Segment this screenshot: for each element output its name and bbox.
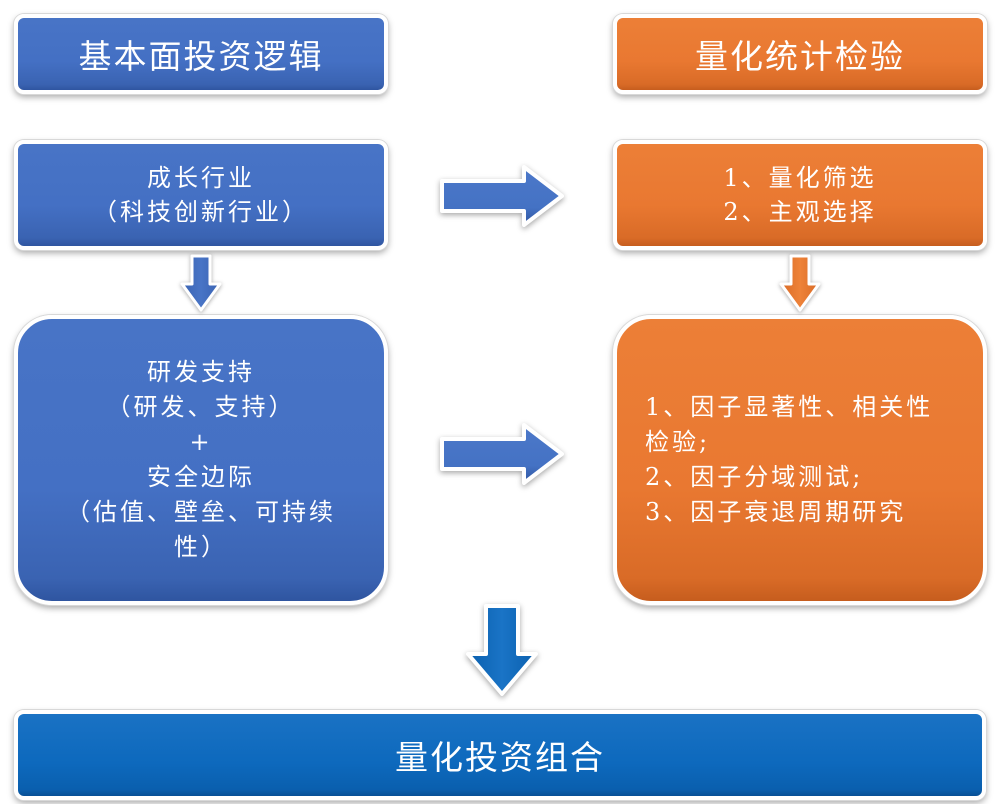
header-quant-testing: 量化统计检验 xyxy=(613,14,987,94)
quant-portfolio-label: 量化投资组合 xyxy=(395,738,605,777)
factor-line-2: 检验; xyxy=(645,428,711,456)
factor-line-1: 1、因子显著性、相关性 xyxy=(645,393,934,421)
rd-line-2: （研发、支持） xyxy=(106,393,296,421)
selection-box: 1、量化筛选 2、主观选择 xyxy=(613,140,987,250)
factor-line-3: 2、因子分域测试; xyxy=(645,463,864,491)
arrow-right-top-icon xyxy=(440,165,564,227)
header-fundamental-logic: 基本面投资逻辑 xyxy=(14,14,388,94)
growth-industry-line-2: （科技创新行业） xyxy=(93,198,309,226)
selection-line-2: 2、主观选择 xyxy=(723,198,877,226)
factor-testing-box: 1、因子显著性、相关性 检验; 2、因子分域测试; 3、因子衰退周期研究 xyxy=(613,315,987,605)
rd-line-1: 研发支持 xyxy=(147,358,255,386)
selection-line-1: 1、量化筛选 xyxy=(723,164,877,192)
arrow-right-middle-icon xyxy=(440,423,564,485)
factor-line-4: 3、因子衰退周期研究 xyxy=(645,498,907,526)
quant-portfolio-box: 量化投资组合 xyxy=(14,710,986,800)
plus-sign: + xyxy=(189,428,213,456)
header-fundamental-logic-label: 基本面投资逻辑 xyxy=(78,37,324,76)
arrow-down-left-icon xyxy=(180,254,222,312)
growth-industry-box: 成长行业 （科技创新行业） xyxy=(14,140,388,250)
safety-line-3: 性） xyxy=(174,533,228,561)
arrow-down-bottom-icon xyxy=(466,604,538,696)
safety-line-2: （估值、壁垒、可持续 xyxy=(66,498,336,526)
growth-industry-line-1: 成长行业 xyxy=(147,164,255,192)
header-quant-testing-label: 量化统计检验 xyxy=(695,37,905,76)
safety-line-1: 安全边际 xyxy=(147,463,255,491)
rd-safety-margin-box: 研发支持 （研发、支持） + 安全边际 （估值、壁垒、可持续 性） xyxy=(14,315,388,605)
arrow-down-right-icon xyxy=(779,254,821,312)
